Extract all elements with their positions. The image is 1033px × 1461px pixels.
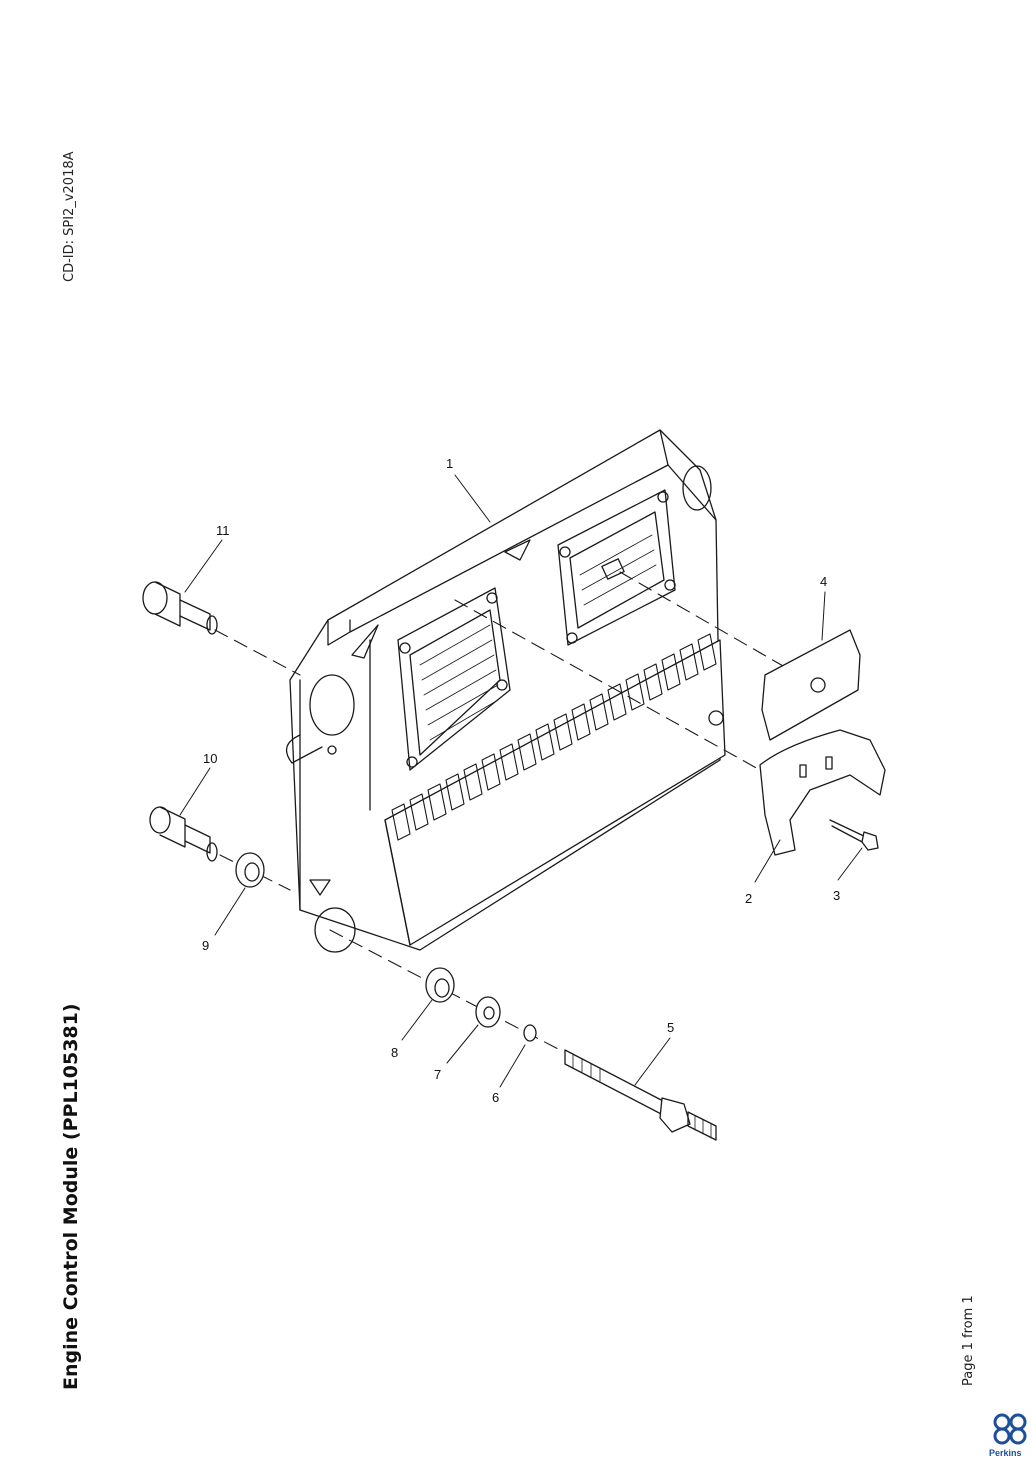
callout-2: 2 [745,891,752,906]
callout-9: 9 [202,938,209,953]
assembly-lines [214,571,791,1051]
part-4-cover [761,629,861,741]
callout-10: 10 [203,751,217,766]
callout-6: 6 [492,1090,499,1105]
part-6-washer [523,1024,537,1042]
part-3-bolt [829,819,879,851]
callout-5: 5 [667,1020,674,1035]
part-11-spacer [142,581,218,635]
callout-1: 1 [446,456,453,471]
callout-4: 4 [820,574,827,589]
callout-3: 3 [833,888,840,903]
leader-lines [179,474,863,1088]
part-8-washer [425,967,455,1003]
perkins-logo [993,1413,1027,1445]
perkins-logo-text: Perkins [989,1448,1022,1458]
part-7-washer [475,996,501,1028]
callout-8: 8 [391,1045,398,1060]
part-5-bolt [564,1049,717,1141]
part-2-bracket [759,729,886,856]
left-connector [397,587,511,771]
part-10-stud [149,806,218,862]
callout-11: 11 [216,523,230,538]
callout-7: 7 [434,1067,441,1082]
cooling-fins [384,633,726,946]
part-9-grommet [235,852,265,888]
right-connector [557,489,676,646]
